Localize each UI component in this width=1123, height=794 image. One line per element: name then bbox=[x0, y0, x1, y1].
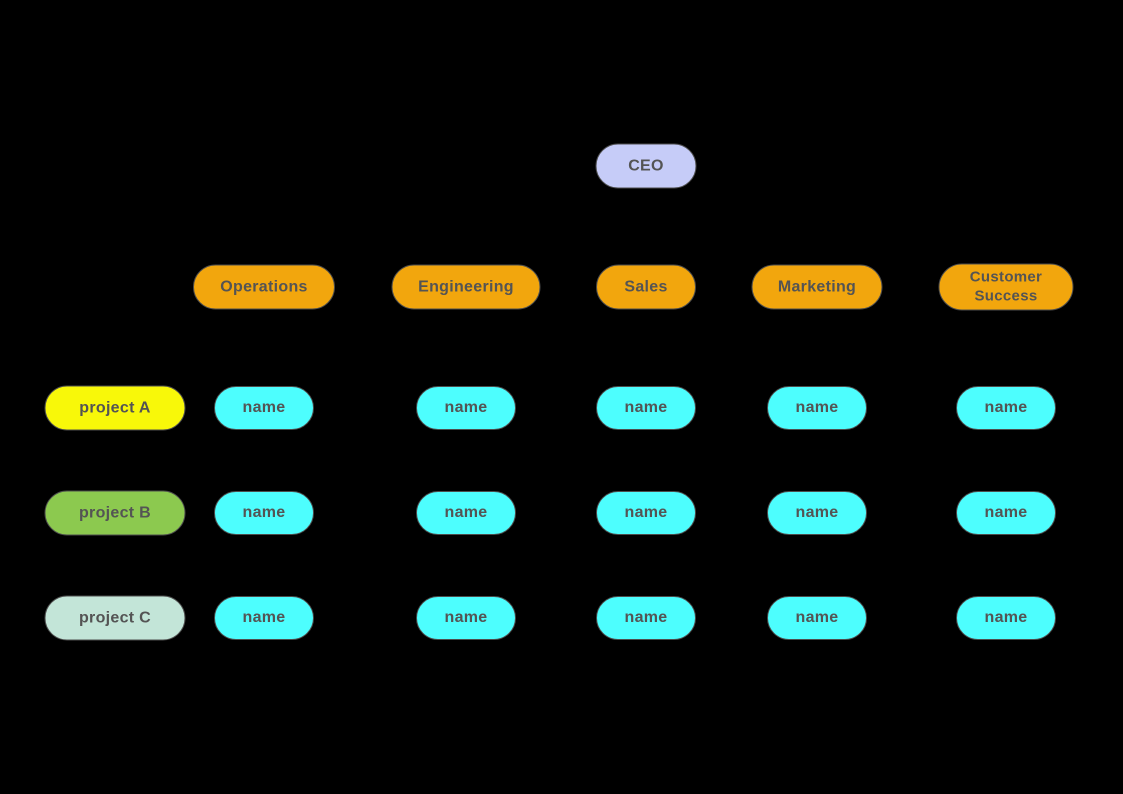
project-node-c[interactable]: project C bbox=[44, 595, 186, 641]
member-node[interactable]: name bbox=[214, 596, 314, 640]
member-node[interactable]: name bbox=[767, 491, 867, 535]
member-node[interactable]: name bbox=[956, 596, 1056, 640]
dept-node-sales[interactable]: Sales bbox=[596, 264, 696, 310]
member-node[interactable]: name bbox=[214, 386, 314, 430]
member-node[interactable]: name bbox=[596, 596, 696, 640]
member-node[interactable]: name bbox=[214, 491, 314, 535]
dept-node-operations[interactable]: Operations bbox=[193, 264, 335, 310]
project-node-b[interactable]: project B bbox=[44, 490, 186, 536]
member-node[interactable]: name bbox=[416, 596, 516, 640]
member-node[interactable]: name bbox=[767, 596, 867, 640]
member-node[interactable]: name bbox=[416, 386, 516, 430]
ceo-node[interactable]: CEO bbox=[595, 143, 697, 189]
member-node[interactable]: name bbox=[596, 491, 696, 535]
dept-node-marketing[interactable]: Marketing bbox=[751, 264, 883, 310]
member-node[interactable]: name bbox=[767, 386, 867, 430]
dept-node-customer-success[interactable]: Customer Success bbox=[938, 263, 1074, 311]
project-node-a[interactable]: project A bbox=[44, 385, 186, 431]
dept-node-engineering[interactable]: Engineering bbox=[391, 264, 541, 310]
member-node[interactable]: name bbox=[416, 491, 516, 535]
member-node[interactable]: name bbox=[956, 386, 1056, 430]
member-node[interactable]: name bbox=[956, 491, 1056, 535]
member-node[interactable]: name bbox=[596, 386, 696, 430]
